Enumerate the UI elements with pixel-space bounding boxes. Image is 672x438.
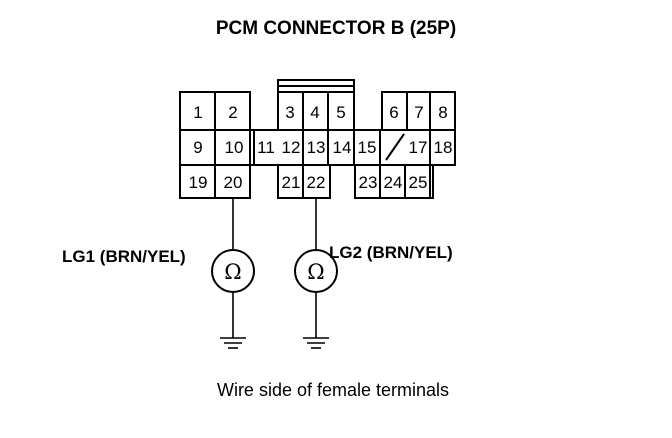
pin-label: 21	[282, 173, 301, 192]
pin-label: 20	[224, 173, 243, 192]
pin-label: 7	[414, 103, 423, 122]
pin-label: 3	[285, 103, 294, 122]
probe-label-lg2: LG2 (BRN/YEL)	[329, 243, 453, 262]
pin-label: 13	[307, 138, 326, 157]
connector-body	[179, 79, 456, 199]
pin-label: 4	[310, 103, 319, 122]
probe-wires	[232, 198, 317, 338]
pin-label: 15	[358, 138, 377, 157]
ground-icon	[303, 337, 329, 349]
pin-label: 6	[389, 103, 398, 122]
pin-label: 10	[225, 138, 244, 157]
pin-label: 8	[438, 103, 447, 122]
diagram-title: PCM CONNECTOR B (25P)	[216, 18, 456, 39]
connector-cavity-block	[354, 164, 434, 199]
ground-icon	[220, 337, 246, 349]
ohmmeter-icon: Ω	[294, 249, 338, 293]
probe-label-lg1: LG1 (BRN/YEL)	[62, 247, 186, 266]
pin-label: 22	[307, 173, 326, 192]
ohm-symbol: Ω	[224, 260, 241, 284]
pin-label: 23	[359, 173, 378, 192]
diagram-caption: Wire side of female terminals	[217, 380, 449, 400]
pin-label: 2	[228, 103, 237, 122]
pin-label: 19	[189, 173, 208, 192]
pin-label: 17	[409, 138, 428, 157]
pin-label: 9	[193, 138, 202, 157]
connector-cavity-block	[381, 91, 456, 131]
empty-cavity-mark	[385, 133, 405, 161]
pin-label: 24	[384, 173, 403, 192]
pin-label: 18	[434, 138, 453, 157]
pin-label: 1	[193, 103, 202, 122]
ohmmeter-icon: Ω	[211, 249, 255, 293]
ohm-symbol: Ω	[307, 260, 324, 284]
pin-label: 14	[333, 138, 352, 157]
pin-label: 11	[257, 138, 275, 157]
pin-label: 12	[282, 138, 301, 157]
pin-label: 5	[336, 103, 345, 122]
pin-label: 25	[409, 173, 428, 192]
pin-labels: 1 2 3 4 5 6 7 8 9 10 11 12 13 14 15 17 1…	[189, 103, 453, 192]
